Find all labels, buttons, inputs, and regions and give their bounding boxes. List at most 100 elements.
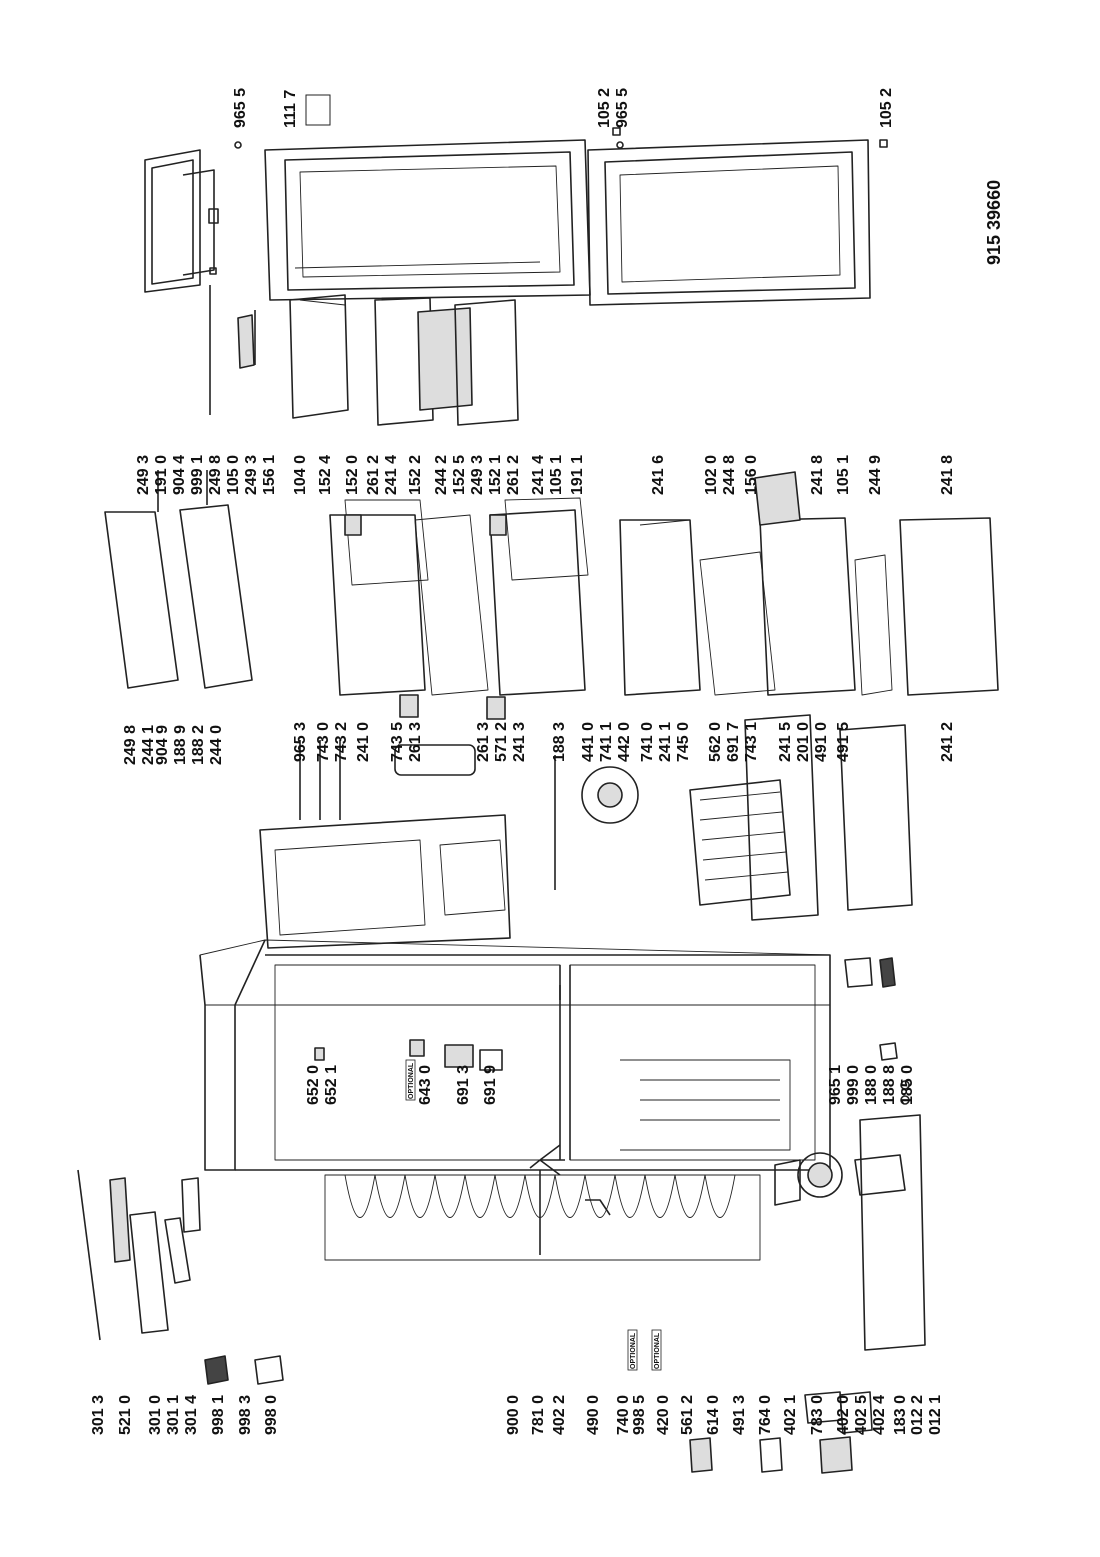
- label-201-0: 201 0: [795, 722, 812, 762]
- label-185-0: 185 0: [899, 1065, 916, 1105]
- label-104-0: 104 0: [292, 455, 309, 495]
- label-241-3: 241 3: [511, 722, 528, 762]
- label-900-0: 900 0: [505, 1395, 522, 1435]
- label-965-5-b: 965 5: [614, 88, 631, 128]
- label-301-1: 301 1: [165, 1395, 182, 1435]
- label-261-3-b: 261 3: [475, 722, 492, 762]
- label-490-0: 490 0: [585, 1395, 602, 1435]
- optional-tag-2: OPTIONAL: [654, 1332, 661, 1369]
- label-241-6: 241 6: [650, 455, 667, 495]
- label-012-2: 012 2: [909, 1395, 926, 1435]
- label-561-2: 561 2: [679, 1395, 696, 1435]
- label-261-2-b: 261 2: [505, 455, 522, 495]
- label-241-8: 241 8: [809, 455, 826, 495]
- label-441-0: 441 0: [580, 722, 597, 762]
- label-102-0: 102 0: [703, 455, 720, 495]
- label-188-3: 188 3: [551, 722, 568, 762]
- label-998-5: 998 5: [631, 1395, 648, 1435]
- label-999-1: 999 1: [189, 455, 206, 495]
- label-249-3-b: 249 3: [243, 455, 260, 495]
- label-965-5: 965 5: [232, 88, 249, 128]
- label-562-0: 562 0: [707, 722, 724, 762]
- label-691-3: 691 3: [455, 1065, 472, 1105]
- optional-tag-3: OPTIONAL: [408, 1062, 415, 1099]
- label-743-2: 743 2: [333, 722, 350, 762]
- document-number: 915 39660: [984, 180, 1004, 265]
- label-241-5: 241 5: [777, 722, 794, 762]
- label-491-5: 491 5: [835, 722, 852, 762]
- label-652-1: 652 1: [323, 1065, 340, 1105]
- label-402-4: 402 4: [871, 1395, 888, 1435]
- label-188-2: 188 2: [190, 725, 207, 765]
- label-105-1: 105 1: [548, 455, 565, 495]
- label-152-4: 152 4: [317, 455, 334, 495]
- leader-lines: [157, 285, 561, 1255]
- parts-drawing: [77, 127, 999, 1474]
- label-998-3: 998 3: [237, 1395, 254, 1435]
- label-152-5: 152 5: [451, 455, 468, 495]
- label-643-0: 643 0: [417, 1065, 434, 1105]
- label-105-0: 105 0: [225, 455, 242, 495]
- label-743-0: 743 0: [315, 722, 332, 762]
- label-402-1: 402 1: [782, 1395, 799, 1435]
- label-191-0: 191 0: [153, 455, 170, 495]
- label-241-1: 241 1: [657, 722, 674, 762]
- label-105-2-b: 105 2: [878, 88, 895, 128]
- label-105-2: 105 2: [596, 88, 613, 128]
- label-745-0: 745 0: [675, 722, 692, 762]
- label-152-1: 152 1: [487, 455, 504, 495]
- label-156-0: 156 0: [743, 455, 760, 495]
- col3-labels: 965 3 743 0 743 2 241 0 743 5 261 3 261 …: [292, 722, 956, 762]
- label-241-2: 241 2: [939, 722, 956, 762]
- label-249-3: 249 3: [135, 455, 152, 495]
- label-571-2: 571 2: [493, 722, 510, 762]
- label-183-0: 183 0: [892, 1395, 909, 1435]
- label-188-8: 188 8: [881, 1065, 898, 1105]
- label-156-1: 156 1: [261, 455, 278, 495]
- label-965-1: 965 1: [827, 1065, 844, 1105]
- label-261-2: 261 2: [365, 455, 382, 495]
- label-783-0: 783 0: [809, 1395, 826, 1435]
- label-012-1: 012 1: [927, 1395, 944, 1435]
- label-241-8-b: 241 8: [939, 455, 956, 495]
- label-743-1: 743 1: [743, 722, 760, 762]
- label-420-0: 420 0: [655, 1395, 672, 1435]
- cabinet-labels: 652 0 652 1 OPTIONAL 643 0 691 3 691 9 9…: [305, 1059, 916, 1105]
- label-105-1-b: 105 1: [835, 455, 852, 495]
- label-244-0: 244 0: [208, 725, 225, 765]
- label-442-0: 442 0: [616, 722, 633, 762]
- optional-tag-1: OPTIONAL: [630, 1332, 637, 1369]
- label-244-9: 244 9: [867, 455, 884, 495]
- label-188-9: 188 9: [172, 725, 189, 765]
- label-402-2: 402 2: [551, 1395, 568, 1435]
- label-904-9: 904 9: [154, 725, 171, 765]
- left-labels: 301 3 521 0 301 0 301 1 301 4 998 1 998 …: [90, 1329, 944, 1435]
- label-691-9: 691 9: [482, 1065, 499, 1105]
- label-402-0: 402 0: [835, 1395, 852, 1435]
- label-301-3: 301 3: [90, 1395, 107, 1435]
- label-244-2: 244 2: [433, 455, 450, 495]
- label-249-8-b: 249 8: [122, 725, 139, 765]
- label-904-4: 904 4: [171, 455, 188, 495]
- label-241-4: 241 4: [383, 455, 400, 495]
- label-614-0: 614 0: [705, 1395, 722, 1435]
- label-301-0: 301 0: [147, 1395, 164, 1435]
- label-781-0: 781 0: [530, 1395, 547, 1435]
- label-244-8: 244 8: [721, 455, 738, 495]
- label-999-0: 999 0: [845, 1065, 862, 1105]
- label-402-5: 402 5: [853, 1395, 870, 1435]
- label-152-0: 152 0: [344, 455, 361, 495]
- label-740-0: 740 0: [615, 1395, 632, 1435]
- label-741-1: 741 1: [598, 722, 615, 762]
- label-491-3: 491 3: [731, 1395, 748, 1435]
- label-191-1: 191 1: [569, 455, 586, 495]
- label-965-3: 965 3: [292, 722, 309, 762]
- col2-labels: 904 9 188 9 188 2 244 0 249 8 244 1: [122, 725, 225, 765]
- label-741-0: 741 0: [639, 722, 656, 762]
- col4-labels: 249 3 191 0 904 4 999 1 249 8 105 0 249 …: [135, 455, 956, 495]
- label-241-0: 241 0: [355, 722, 372, 762]
- label-743-5: 743 5: [389, 722, 406, 762]
- label-998-0: 998 0: [263, 1395, 280, 1435]
- label-521-0: 521 0: [117, 1395, 134, 1435]
